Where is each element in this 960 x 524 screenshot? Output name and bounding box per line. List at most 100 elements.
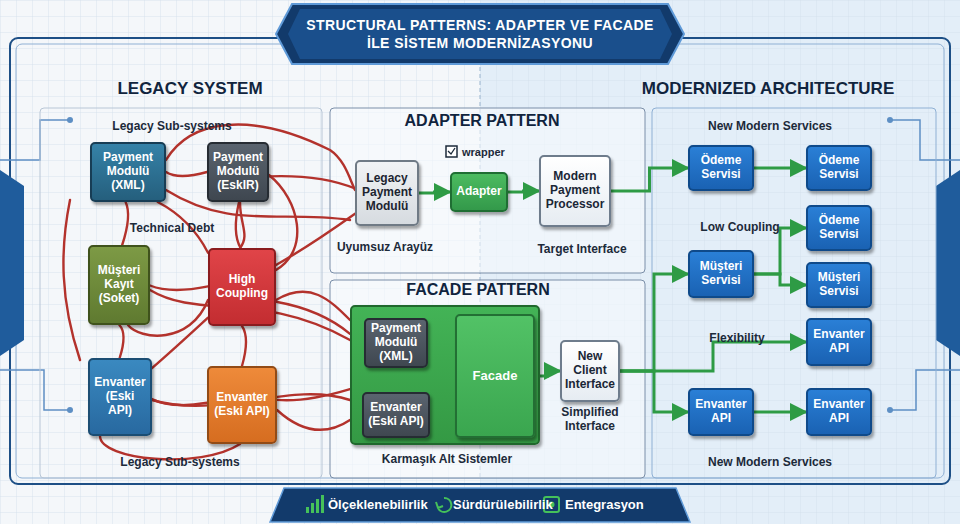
section-heading: LEGACY SYSTEM [75, 79, 305, 99]
modern-panel [652, 108, 936, 478]
process-box: Payment Modulü (XML) [90, 142, 166, 202]
flow-arrow [620, 274, 688, 371]
annotation-label: Low Coupling [685, 221, 795, 235]
section-heading: MODERNIZED ARCHITECTURE [623, 79, 913, 99]
node-text: Müşteri Kayıt (Soket) [93, 264, 145, 305]
outer-frame [10, 38, 950, 484]
bar [306, 507, 309, 513]
annotation-label: Legacy Sub-systems [95, 456, 265, 470]
annotation-label: Target Interface [517, 243, 647, 257]
flow-arrow [620, 371, 688, 412]
section-heading: ADAPTER PATTERN [377, 112, 587, 130]
benefit-label: Ölçeklenebilirlik [328, 498, 458, 513]
coupling-wire [166, 172, 207, 176]
node-text: Modern Payment Processor [544, 170, 606, 211]
node-text: Payment Modulü (XML) [369, 322, 423, 363]
node-text: Legacy Payment Modulü [360, 172, 414, 213]
process-box: Ödeme Servisi [806, 205, 872, 251]
title-text: STRUCTURAL PATTERNS: ADAPTER VE FACADE İ… [300, 12, 660, 56]
bar [321, 495, 324, 513]
facade-panel [330, 280, 645, 478]
node-text: Payment Modulü (EskIR) [212, 151, 264, 192]
facade-group: Karmaşık Alt SistemlerPayment Modulü (XM… [350, 305, 540, 445]
wire [240, 202, 244, 248]
node-text: Ödeme Servisi [811, 154, 867, 182]
node-text: Envanter (Eski API) [93, 376, 147, 417]
process-box: Müşteri Servisi [806, 262, 872, 308]
coupling-wire [276, 214, 355, 265]
coupling-wire [236, 202, 241, 248]
process-box: Ödeme Servisi [688, 145, 754, 191]
scale-icon [306, 495, 324, 513]
process-box: Müşteri Servisi [688, 250, 754, 298]
legacy-panel [40, 108, 322, 478]
annotation-label: New Modern Services [680, 120, 860, 134]
node-text: Envanter API [693, 398, 749, 426]
node-text: Envanter (Eski API) [212, 391, 272, 419]
process-box: Envanter API [688, 388, 754, 436]
title-banner-inner [288, 9, 672, 59]
process-box: Facade [455, 314, 535, 438]
coupling-wire [242, 326, 246, 366]
group-caption: Karmaşık Alt Sistemler [332, 453, 562, 467]
process-box: New Client Interface [560, 340, 620, 402]
coupling-wire [277, 389, 350, 400]
process-box: Envanter (Eski API) [207, 366, 277, 444]
tangled-wires [63, 125, 355, 460]
process-box: Payment Modulü (XML) [364, 318, 428, 368]
node-text: Müşteri Servisi [693, 260, 749, 288]
process-box: High Coupling [208, 248, 276, 326]
coupling-wire [152, 399, 207, 405]
node-text: Müşteri Servisi [811, 271, 867, 299]
process-box: Modern Payment Processor [539, 155, 611, 227]
circuit-dot [67, 407, 73, 413]
flow-arrow [508, 191, 539, 192]
coupling-wire [276, 302, 350, 334]
annotation-label: Uyumsuz Arayüz [320, 241, 450, 255]
annotation-label: Simplified Interface [548, 406, 632, 434]
annotation-label: Technical Debt [107, 222, 237, 236]
circuit-dot [887, 117, 893, 123]
title-banner [276, 4, 684, 64]
flow-arrow [754, 274, 806, 285]
process-box: Legacy Payment Modulü [355, 160, 419, 226]
benefit-label: Entegrasyon [565, 498, 675, 513]
node-text: Envanter (Eski API) [367, 401, 425, 429]
wrapper-icon [448, 148, 455, 154]
node-text: Payment Modulü (XML) [95, 151, 161, 192]
node-text: Envanter API [811, 328, 867, 356]
process-box: Adapter [450, 172, 508, 212]
annotation-label: wrapper [462, 146, 532, 159]
flow-arrow [754, 228, 806, 274]
flow-arrow [754, 167, 806, 170]
section-heading: FACADE PATTERN [373, 281, 583, 299]
process-box: Müşteri Kayıt (Soket) [88, 245, 150, 325]
bar [311, 503, 314, 513]
annotation-label: Legacy Sub-systems [87, 120, 257, 134]
wrapper-icon [446, 146, 457, 157]
process-box: Ödeme Servisi [806, 145, 872, 191]
flow-arrow [419, 192, 450, 193]
node-text: Envanter API [811, 398, 867, 426]
wire [63, 200, 80, 360]
bar [316, 499, 319, 513]
sustain-icon [436, 498, 451, 512]
side-deco [0, 170, 24, 356]
process-box: Envanter (Eski API) [88, 358, 152, 436]
side-deco [936, 170, 960, 356]
coupling-wire [152, 318, 208, 368]
node-text: Adapter [456, 185, 501, 199]
process-box: Payment Modulü (EskIR) [207, 142, 269, 202]
process-box: Envanter API [806, 388, 872, 436]
node-text: High Coupling [213, 273, 271, 301]
circuit-dot [67, 117, 73, 123]
wire [276, 292, 350, 320]
coupling-wire [119, 325, 123, 358]
node-text: Ödeme Servisi [693, 154, 749, 182]
annotation-label: New Modern Services [680, 456, 860, 470]
inner-frame [16, 44, 944, 478]
annotation-label: Flexibility [692, 332, 782, 346]
